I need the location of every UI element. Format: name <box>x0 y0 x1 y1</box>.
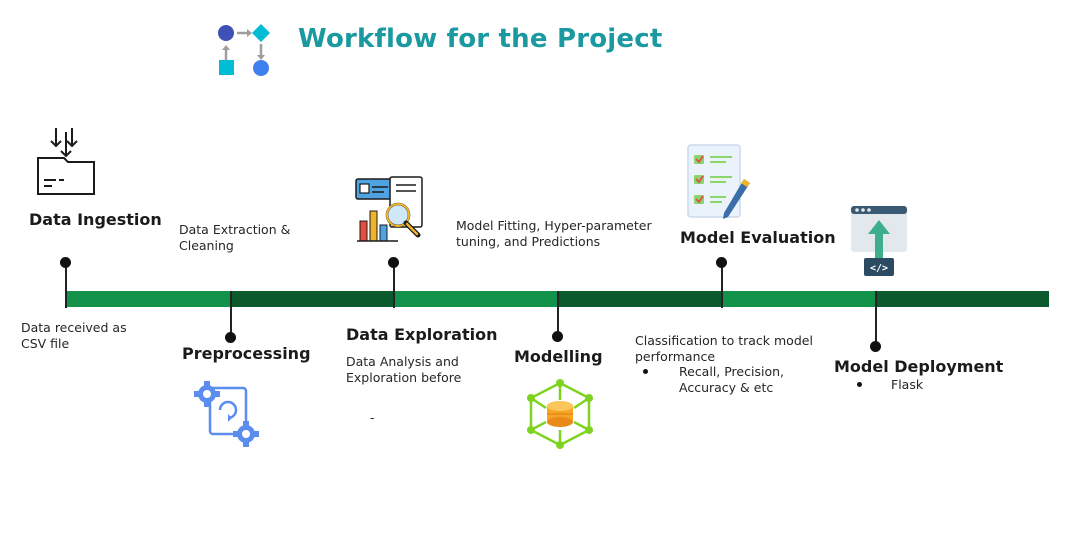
stage-label-ingestion: Data Ingestion <box>29 210 162 229</box>
marker-dot-modelling <box>552 331 563 342</box>
stage-note-exploration: Data Analysis and Exploration before <box>346 354 462 385</box>
stage-dash-exploration: - <box>370 410 375 425</box>
marker-line-exploration <box>393 262 395 308</box>
stage-note-modelling: Model Fitting, Hyper-parameter tuning, a… <box>456 218 652 249</box>
page-title: Workflow for the Project <box>298 24 663 54</box>
bullet-dot-deployment <box>857 382 862 387</box>
svg-text:</>: </> <box>870 263 888 274</box>
marker-dot-exploration <box>388 257 399 268</box>
stage-note-preprocessing: Data Extraction & Cleaning <box>179 222 291 253</box>
marker-dot-deployment <box>870 341 881 352</box>
marker-line-evaluation <box>721 262 723 308</box>
stage-label-preprocessing: Preprocessing <box>182 344 311 363</box>
marker-dot-preprocessing <box>225 332 236 343</box>
marker-dot-evaluation <box>716 257 727 268</box>
timeline-segment-2 <box>231 291 394 307</box>
cube-database-icon <box>527 379 593 449</box>
stage-bullet-deployment: Flask <box>891 377 924 392</box>
marker-line-deployment <box>875 291 877 347</box>
browser-upload-icon: </> <box>851 206 907 276</box>
stage-label-deployment: Model Deployment <box>834 357 1004 376</box>
marker-line-preprocessing <box>230 291 232 339</box>
marker-dot-ingestion <box>60 257 71 268</box>
stage-label-modelling: Modelling <box>514 347 603 366</box>
timeline-segment-5 <box>722 291 876 307</box>
marker-line-modelling <box>557 291 559 337</box>
timeline-segment-3 <box>394 291 558 307</box>
workflow-shapes-icon <box>218 24 270 76</box>
bullet-dot-evaluation <box>643 369 648 374</box>
stage-label-exploration: Data Exploration <box>346 325 498 344</box>
checklist-icon <box>687 144 750 219</box>
marker-line-ingestion <box>65 262 67 308</box>
timeline-segment-1 <box>66 291 231 307</box>
chart-magnifier-icon <box>355 176 423 242</box>
folder-download-icon <box>37 128 95 195</box>
gears-process-icon <box>194 381 259 447</box>
stage-label-evaluation: Model Evaluation <box>680 228 836 247</box>
stage-bullet-evaluation: Recall, Precision, Accuracy & etc <box>679 364 784 395</box>
timeline-segment-4 <box>558 291 722 307</box>
timeline-segment-6 <box>876 291 1049 307</box>
stage-note-ingestion: Data received as CSV file <box>21 320 127 351</box>
stage-note-evaluation: Classification to track model performanc… <box>635 333 813 364</box>
